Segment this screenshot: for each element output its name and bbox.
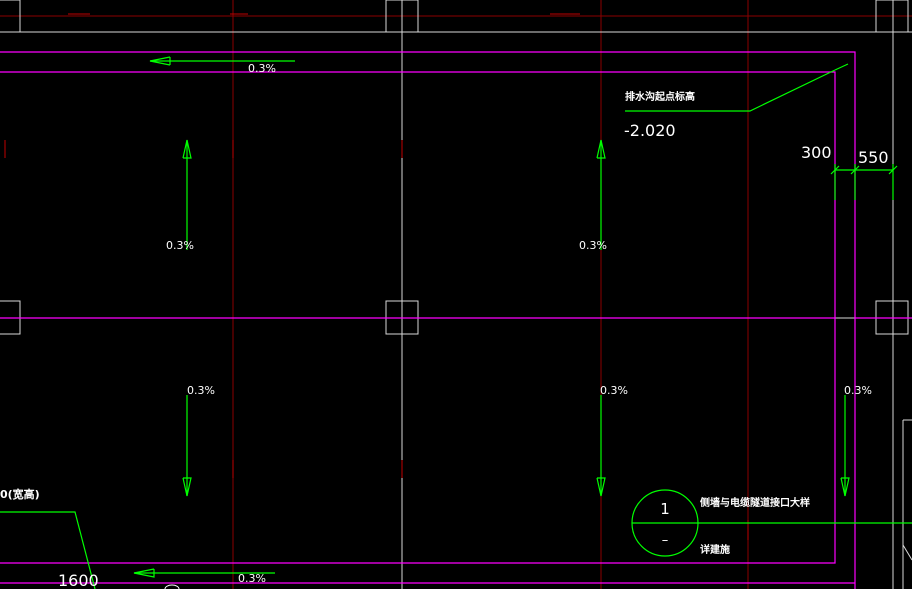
arrow-down-1-head (182, 477, 192, 497)
detail-callout-number: 1 (660, 500, 670, 518)
slope-label-down-2: 0.3% (600, 384, 628, 397)
drain-channel-outline (0, 51, 912, 589)
arrow-up-1-head (182, 139, 192, 159)
column-top-right (875, 0, 909, 33)
column-top-center (385, 0, 419, 33)
drain-start-elev-label: 排水沟起点标高 (625, 90, 695, 103)
dim-tick-1 (830, 165, 840, 175)
slope-label-down-3: 0.3% (844, 384, 872, 397)
slope-label-up-1: 0.3% (166, 239, 194, 252)
detail-callout-title: 侧墙与电缆隧道接口大样 (700, 496, 810, 509)
dimension-300-550 (830, 164, 898, 200)
elevation-leader (625, 63, 849, 112)
slope-labels: 0.3% 0.3% 0.3% 0.3% 0.3% 0.3% 0.3% (166, 62, 872, 585)
dim-tick-3 (888, 165, 898, 175)
slope-label-up-2: 0.3% (579, 239, 607, 252)
dim-550-text: 550 (858, 148, 889, 167)
width-height-note: 0(宽高) (0, 487, 40, 501)
detail-callout-ref: 详建施 (700, 543, 730, 556)
dim-tick-2 (850, 165, 860, 175)
detail-callout (631, 489, 912, 557)
arrow-down-2-head (596, 477, 606, 497)
elevation-leader-line (625, 69, 836, 112)
arrow-top-head (149, 56, 171, 66)
dim-1600-text: 1600 (58, 571, 99, 589)
channel-outer-line (0, 51, 856, 589)
slope-label-down-1: 0.3% (187, 384, 215, 397)
arrow-bottom-head (133, 568, 155, 578)
slope-label-top: 0.3% (248, 62, 276, 75)
partial-symbol-bottom (164, 584, 180, 589)
elevation-leader-tip (834, 63, 849, 71)
column-top-left (0, 0, 21, 33)
width-leader (0, 511, 96, 589)
dim-300-text: 300 (801, 143, 832, 162)
arrow-down-3-head (840, 477, 850, 497)
width-leader-line (0, 511, 96, 589)
slope-arrows (133, 56, 850, 578)
arrow-up-2-head (596, 139, 606, 159)
slope-label-bottom: 0.3% (238, 572, 266, 585)
drain-start-elev-value: -2.020 (624, 121, 676, 140)
wall-edge-right-3 (902, 544, 912, 561)
detail-callout-sheet: – (662, 533, 669, 548)
